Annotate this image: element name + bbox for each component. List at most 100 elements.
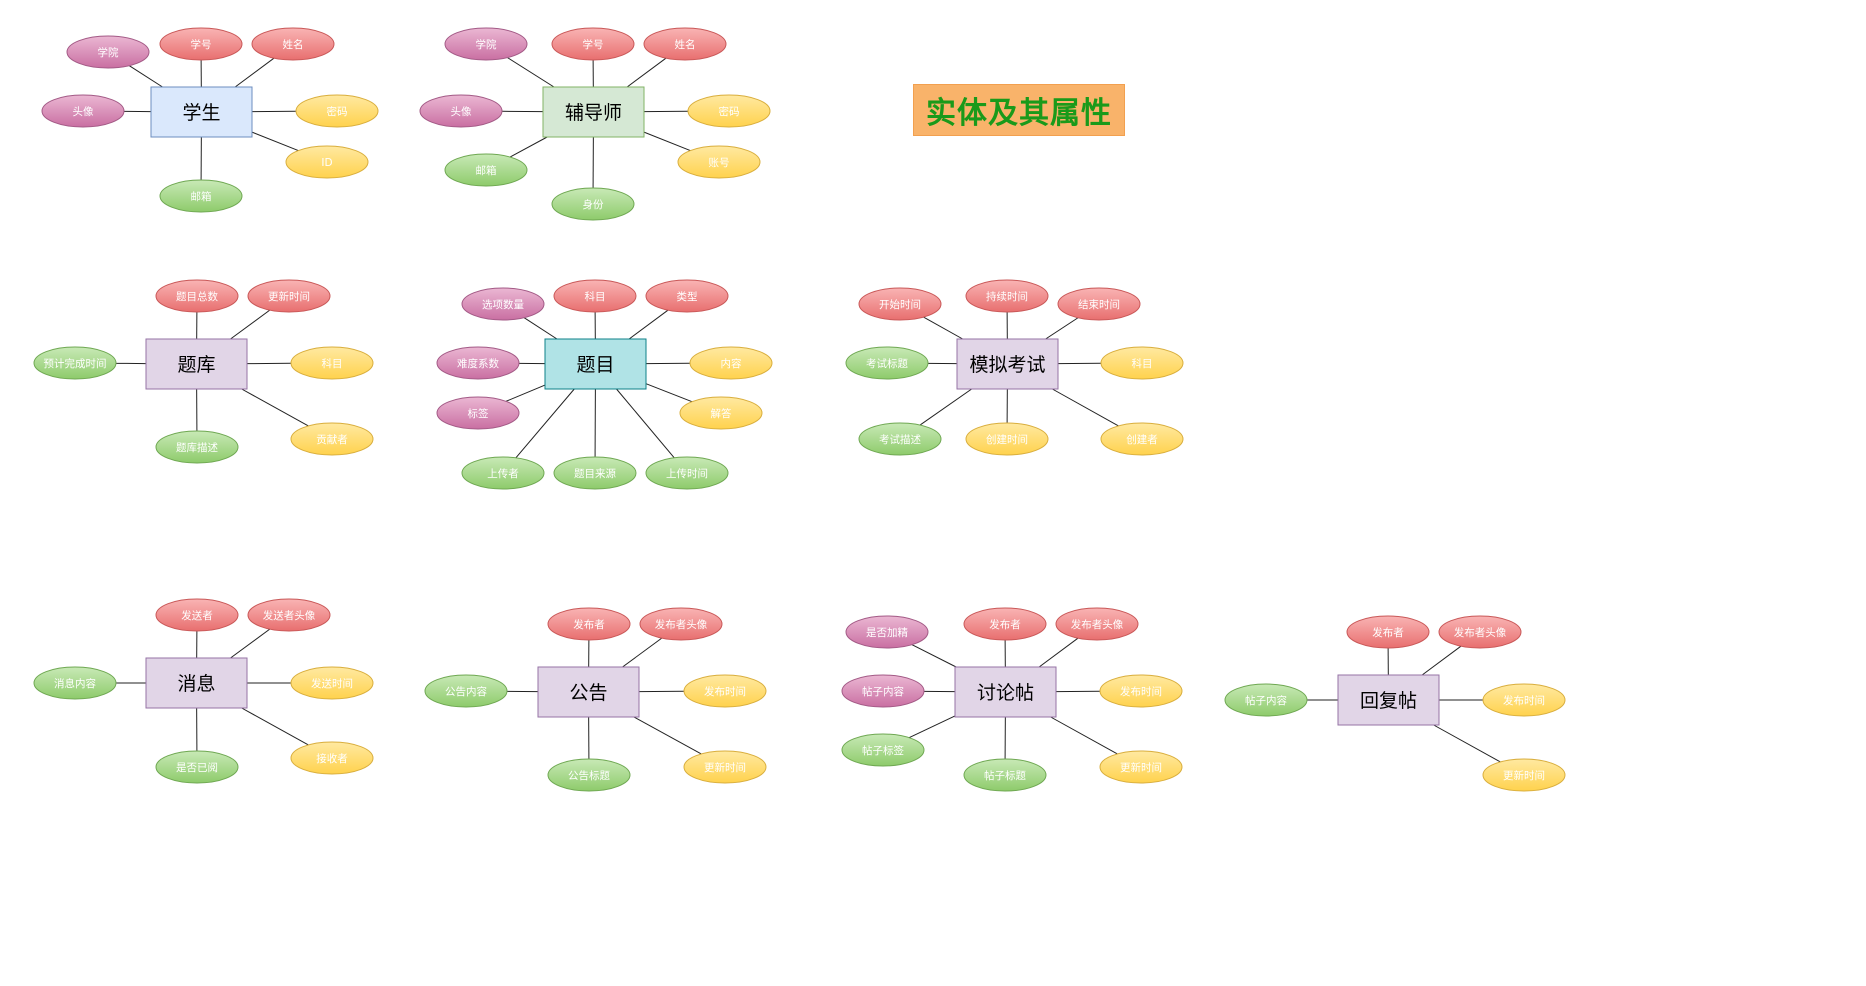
attribute-label: 身份 xyxy=(583,198,604,211)
attribute-label: 是否加精 xyxy=(866,626,908,639)
attribute-question-4: 内容 xyxy=(689,346,773,380)
attribute-label: 发布时间 xyxy=(1120,685,1162,698)
attribute-student-4: 密码 xyxy=(295,94,379,128)
attribute-question-bank-4: 题库描述 xyxy=(155,430,239,464)
connector-reply-post-1 xyxy=(1421,645,1462,676)
attribute-label: 考试描述 xyxy=(879,433,921,446)
attribute-message-2: 消息内容 xyxy=(33,666,117,700)
attribute-counselor-7: 身份 xyxy=(551,187,635,221)
attribute-label: 发送时间 xyxy=(311,677,353,690)
attribute-label: ID xyxy=(321,157,332,169)
entity-box xyxy=(150,86,253,138)
attribute-label: 是否已阅 xyxy=(176,761,218,774)
attribute-label: 学院 xyxy=(98,46,119,59)
attribute-label: 公告标题 xyxy=(568,769,610,782)
attribute-label: 发布者头像 xyxy=(1071,618,1124,631)
attribute-student-6: 邮箱 xyxy=(159,179,243,213)
attribute-label: 学院 xyxy=(476,38,497,51)
attribute-announcement-4: 公告标题 xyxy=(547,758,631,792)
entity-label: 辅导师 xyxy=(565,102,622,124)
entity-question-bank: 题目总数更新时间预计完成时间科目题库描述贡献者题库 xyxy=(33,279,374,464)
attribute-ellipse xyxy=(645,279,729,313)
attribute-label: 发送者头像 xyxy=(263,609,316,622)
attribute-label: 帖子内容 xyxy=(862,685,904,698)
attribute-counselor-4: 密码 xyxy=(687,94,771,128)
attribute-ellipse xyxy=(553,279,637,313)
connector-mock-exam-5 xyxy=(919,388,972,426)
attribute-label: 难度系数 xyxy=(457,357,499,370)
attribute-label: 学号 xyxy=(191,38,212,51)
entity-box xyxy=(537,666,640,718)
attribute-ellipse xyxy=(41,94,125,128)
attribute-ellipse xyxy=(1224,683,1308,717)
attribute-counselor-0: 学院 xyxy=(444,27,528,61)
attribute-ellipse xyxy=(547,607,631,641)
attribute-ellipse xyxy=(841,674,925,708)
entity-label: 学生 xyxy=(182,102,220,124)
connector-discussion-post-2 xyxy=(1038,637,1079,668)
connector-question-5 xyxy=(505,384,546,402)
connector-question-2 xyxy=(628,309,669,340)
connector-counselor-0 xyxy=(507,57,555,88)
attribute-ellipse xyxy=(1100,346,1184,380)
attribute-ellipse xyxy=(444,153,528,187)
attribute-reply-post-1: 发布者头像 xyxy=(1438,615,1522,649)
attribute-label: 邮箱 xyxy=(476,164,497,177)
attribute-ellipse xyxy=(155,750,239,784)
attribute-label: 头像 xyxy=(451,106,472,118)
attribute-label: 帖子内容 xyxy=(1245,694,1287,707)
attribute-ellipse xyxy=(1482,683,1566,717)
entity-box xyxy=(145,657,248,709)
entity-label: 模拟考试 xyxy=(969,354,1045,376)
attribute-label: 帖子标题 xyxy=(984,769,1026,782)
attribute-question-3: 难度系数 xyxy=(436,346,520,380)
attribute-mock-exam-6: 创建时间 xyxy=(965,422,1049,456)
attribute-label: 密码 xyxy=(719,105,740,118)
connector-counselor-5 xyxy=(509,136,548,158)
attribute-label: 类型 xyxy=(677,290,698,303)
attribute-label: 发布者头像 xyxy=(1454,626,1507,639)
attribute-label: 贡献者 xyxy=(316,433,348,446)
attribute-label: 考试标题 xyxy=(866,358,908,370)
attribute-ellipse xyxy=(295,94,379,128)
attribute-message-3: 发送时间 xyxy=(290,666,374,700)
attribute-label: 发布者 xyxy=(989,618,1021,631)
attribute-discussion-post-1: 发布者 xyxy=(963,607,1047,641)
connector-student-2 xyxy=(234,57,275,88)
attribute-ellipse xyxy=(155,430,239,464)
attribute-mock-exam-7: 创建者 xyxy=(1100,422,1184,456)
attribute-label: 更新时间 xyxy=(268,290,310,303)
entity-label: 题目 xyxy=(576,354,614,376)
attribute-label: 上传时间 xyxy=(666,467,708,480)
attribute-label: 学号 xyxy=(583,38,604,51)
diagram-title: 实体及其属性 xyxy=(913,84,1125,136)
connector-counselor-2 xyxy=(626,57,667,88)
attribute-ellipse xyxy=(858,422,942,456)
attribute-label: 预计完成时间 xyxy=(44,357,107,370)
entity-box xyxy=(956,338,1059,390)
attribute-ellipse xyxy=(290,741,374,775)
attribute-ellipse xyxy=(461,456,545,490)
attribute-mock-exam-4: 科目 xyxy=(1100,346,1184,380)
connector-mock-exam-2 xyxy=(1045,317,1079,340)
connector-question-7 xyxy=(515,388,575,459)
attribute-ellipse xyxy=(1100,422,1184,456)
attribute-reply-post-0: 发布者 xyxy=(1346,615,1430,649)
connector-message-5 xyxy=(241,707,309,746)
attribute-label: 发送者 xyxy=(181,609,213,622)
attribute-ellipse xyxy=(1346,615,1430,649)
connector-announcement-1 xyxy=(622,637,663,668)
connector-question-bank-5 xyxy=(241,388,309,427)
attribute-announcement-0: 发布者 xyxy=(547,607,631,641)
attribute-ellipse xyxy=(436,346,520,380)
attribute-ellipse xyxy=(444,27,528,61)
attribute-mock-exam-5: 考试描述 xyxy=(858,422,942,456)
connector-discussion-post-0 xyxy=(911,644,957,668)
entity-reply-post: 发布者发布者头像帖子内容发布时间更新时间回复帖 xyxy=(1224,615,1566,792)
connector-question-6 xyxy=(645,383,693,403)
attribute-label: 科目 xyxy=(585,290,606,303)
attribute-mock-exam-2: 结束时间 xyxy=(1057,287,1141,321)
attribute-ellipse xyxy=(1057,287,1141,321)
attribute-label: 题库描述 xyxy=(176,441,218,454)
attribute-discussion-post-2: 发布者头像 xyxy=(1055,607,1139,641)
